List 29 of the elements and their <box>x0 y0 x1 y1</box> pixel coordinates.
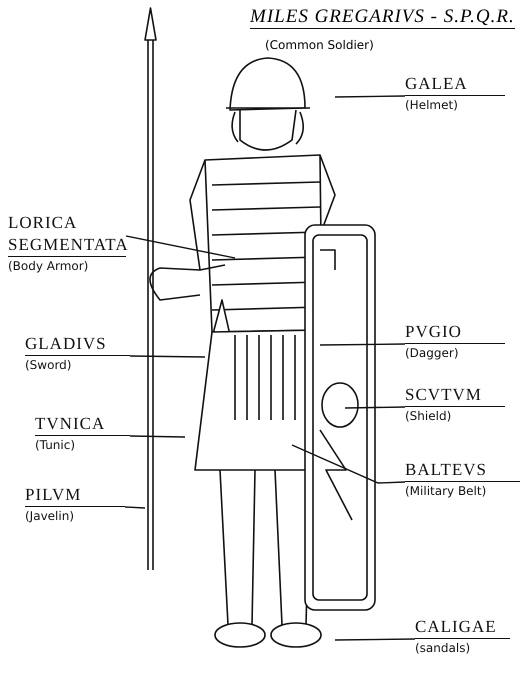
part-name: GLADIVS <box>25 333 130 356</box>
subtitle: (Common Soldier) <box>265 38 374 52</box>
part-translation: (Javelin) <box>25 508 76 525</box>
part-translation: (Body Armor) <box>8 258 90 275</box>
leader-line <box>344 406 406 409</box>
leader-line <box>130 435 186 438</box>
leader-line <box>126 235 236 259</box>
part-name: GALEA <box>405 73 505 96</box>
title: MILES GREGARIVS - S.P.Q.R. <box>250 6 515 29</box>
leader-line <box>124 506 146 509</box>
part-translation: (Military Belt) <box>405 483 488 500</box>
leader-line <box>320 343 405 346</box>
part-name: LORICA SEGMENTATA <box>8 212 126 257</box>
part-translation: (Shield) <box>405 408 452 425</box>
part-translation: (Helmet) <box>405 97 459 114</box>
leader-line <box>335 95 405 98</box>
leader-line <box>335 638 415 641</box>
leader-line <box>292 444 406 484</box>
part-name: CALIGAE <box>415 616 510 639</box>
part-translation: (Tunic) <box>35 437 76 454</box>
part-name: TVNICA <box>35 413 130 436</box>
part-translation: (sandals) <box>415 640 472 657</box>
part-name: PVGIO <box>405 321 505 344</box>
part-translation: (Sword) <box>25 357 72 374</box>
part-translation: (Dagger) <box>405 345 460 362</box>
leader-line <box>130 355 205 358</box>
part-name: SCVTVM <box>405 384 505 407</box>
part-name: PILVM <box>25 484 125 507</box>
part-name: BALTEVS <box>405 459 520 482</box>
